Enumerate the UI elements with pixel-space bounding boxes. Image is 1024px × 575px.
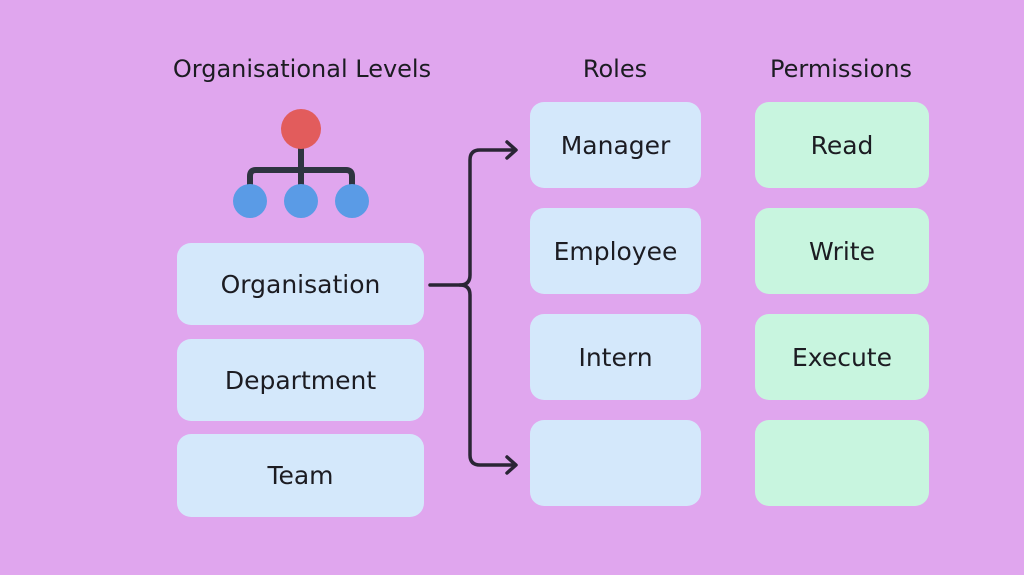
role-manager[interactable]: Manager <box>530 102 701 188</box>
bracket-connector <box>428 148 517 467</box>
root-node-icon <box>281 109 321 149</box>
permission-execute[interactable]: Execute <box>755 314 929 400</box>
level-department[interactable]: Department <box>177 339 424 421</box>
child-node-icon <box>233 184 267 218</box>
permission-read[interactable]: Read <box>755 102 929 188</box>
role-empty[interactable] <box>530 420 701 506</box>
role-intern[interactable]: Intern <box>530 314 701 400</box>
permissions-title: Permissions <box>770 55 912 83</box>
child-node-icon <box>335 184 369 218</box>
child-node-icon <box>284 184 318 218</box>
levels-title: Organisational Levels <box>172 55 432 83</box>
level-team[interactable]: Team <box>177 434 424 517</box>
level-organisation[interactable]: Organisation <box>177 243 424 325</box>
roles-title: Roles <box>582 55 648 83</box>
arrow-head-icon <box>505 140 518 475</box>
permission-empty[interactable] <box>755 420 929 506</box>
permission-write[interactable]: Write <box>755 208 929 294</box>
role-employee[interactable]: Employee <box>530 208 701 294</box>
